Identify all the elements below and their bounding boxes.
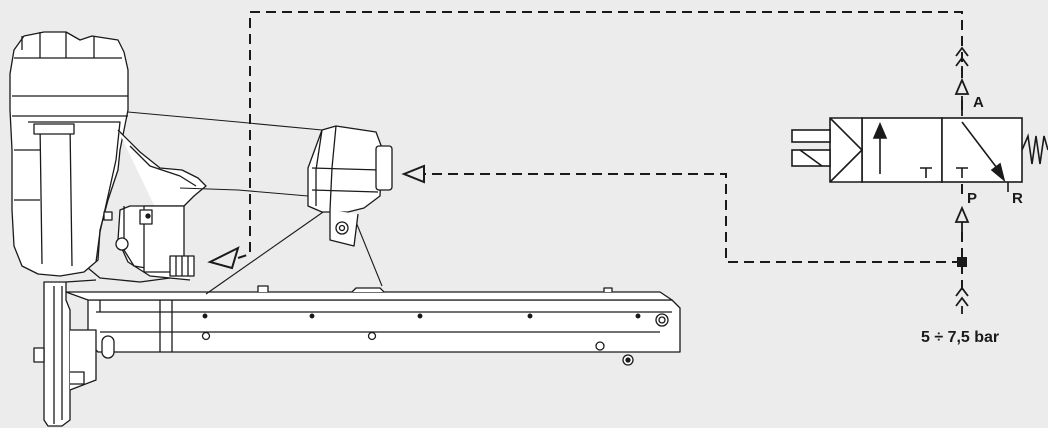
flow-arrow-icon [207,164,425,270]
arrow-into-tool-icon [207,246,240,270]
port-label-a: A [973,94,984,111]
junction-dot-icon [957,257,967,267]
pilot-line-to-remote-module [418,173,962,263]
nose-plate [33,281,97,427]
air-inlet-fitting [169,255,195,277]
nailer-tool-drawing [9,31,681,427]
pneumatic-valve-symbol [791,117,1048,192]
remote-trigger-module [307,125,393,247]
port-triangles [954,77,970,232]
port-label-p: P [967,190,978,207]
pilot-line-to-tool-inlet [237,11,963,259]
magazine-rail [65,285,681,366]
leader-lines [127,111,383,295]
supply-pressure-label: 5 ÷ 7,5 bar [921,329,1000,346]
quick-coupling-icon [955,46,969,314]
tool-body [9,31,129,277]
arrow-into-remote-icon [401,164,425,184]
port-label-r: R [1012,190,1023,207]
